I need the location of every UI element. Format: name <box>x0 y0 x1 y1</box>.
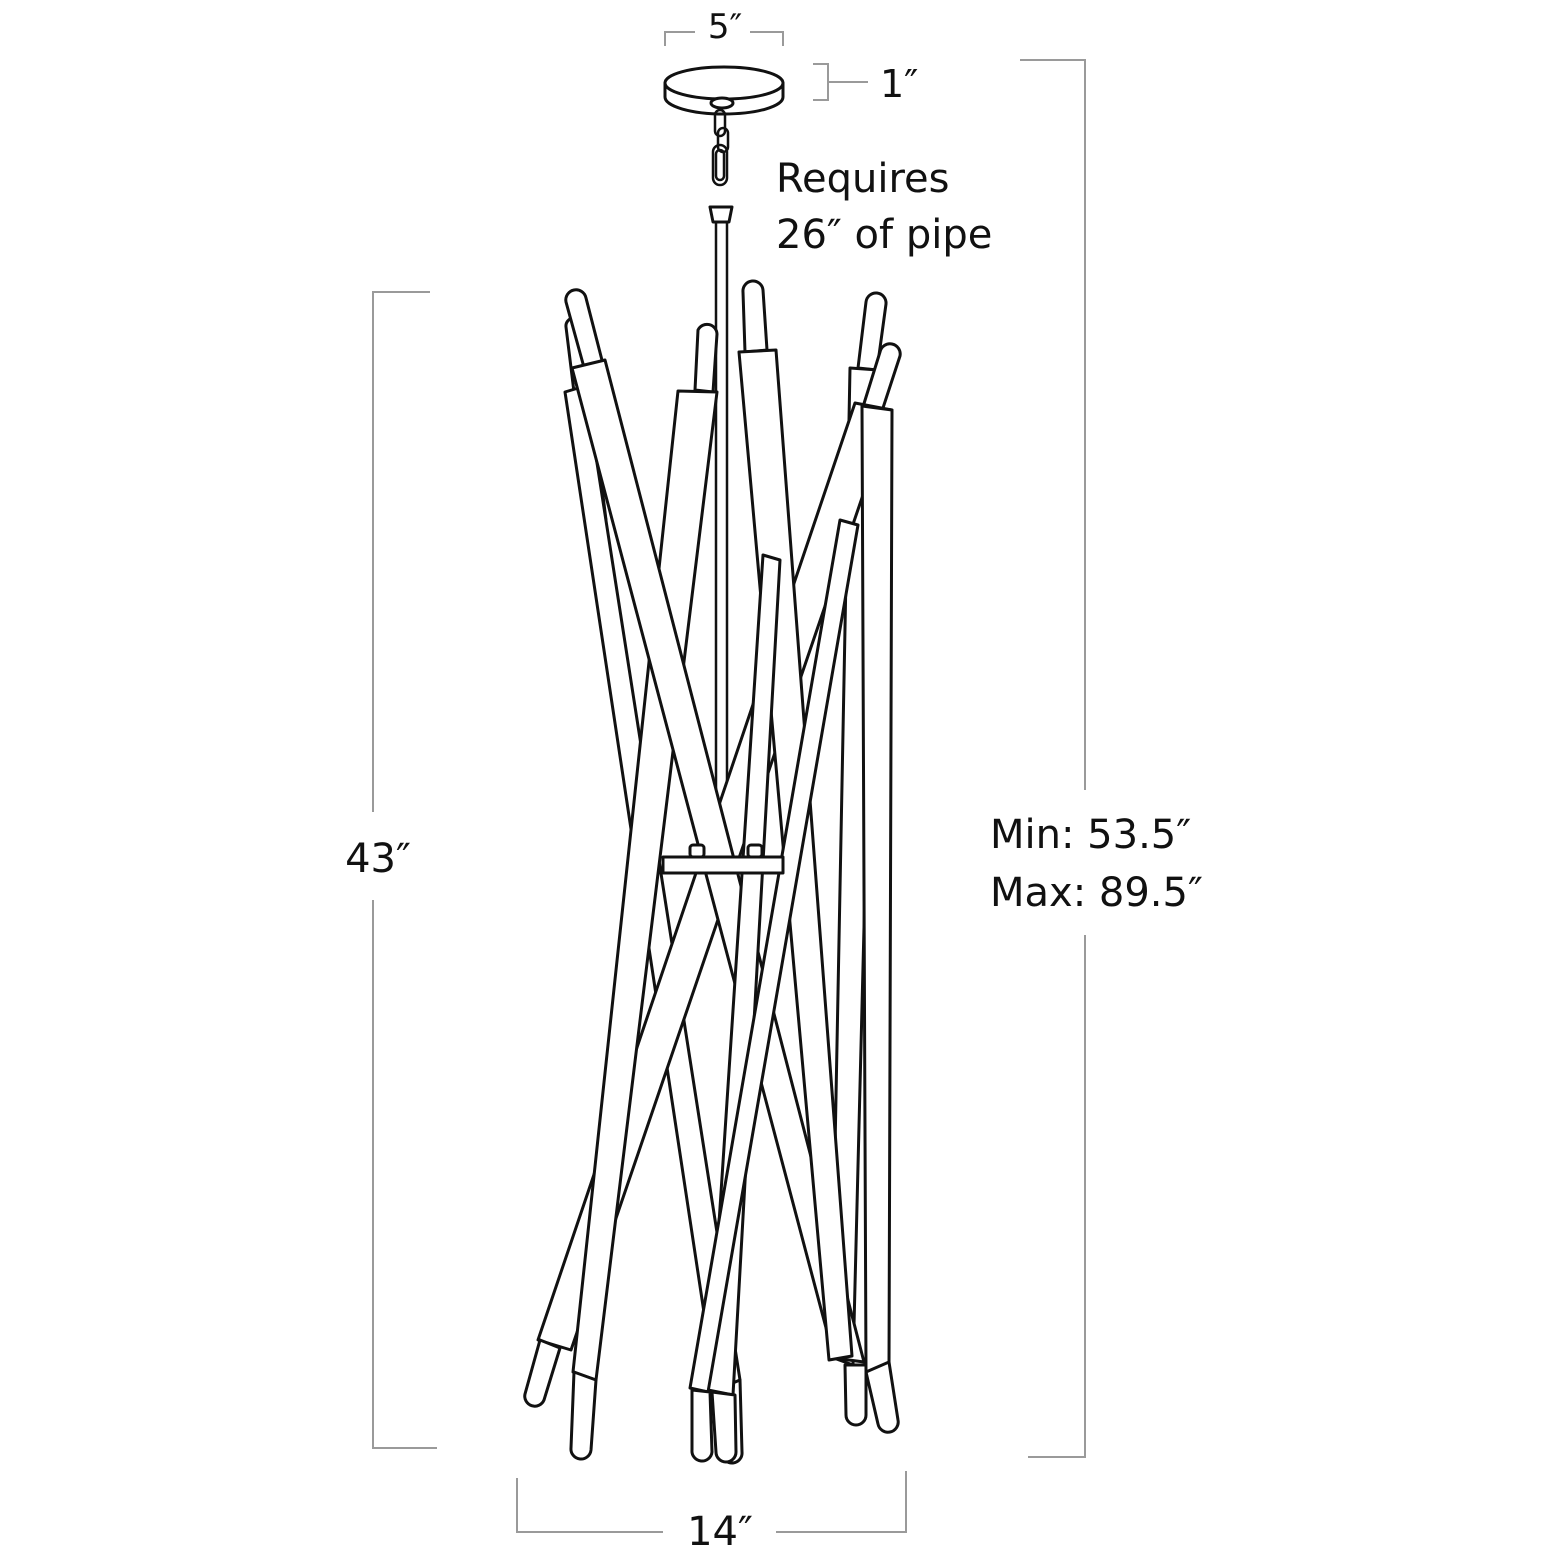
canopy-height-label: 1″ <box>880 62 918 106</box>
fixture-width-label: 14″ <box>687 1509 753 1545</box>
ceiling-canopy <box>663 65 785 116</box>
glass-rods <box>523 279 902 1465</box>
canopy-height-dimension: 1″ <box>813 62 918 106</box>
overall-max-label: Max: 89.5″ <box>990 870 1203 916</box>
chain-icon <box>711 108 730 187</box>
overall-height-dimension: Min: 53.5″ Max: 89.5″ <box>990 59 1203 1458</box>
overall-min-label: Min: 53.5″ <box>990 812 1191 858</box>
fixture-width-dimension: 14″ <box>516 1471 907 1545</box>
pipe-requirement-note: Requires 26″ of pipe <box>776 156 992 258</box>
fixture-height-dimension: 43″ <box>345 291 437 1449</box>
crossbar-mount <box>661 843 785 875</box>
rod <box>860 404 900 1434</box>
rod <box>569 322 719 1461</box>
pipe-note-line1: Requires <box>776 156 949 202</box>
pipe-note-line2: 26″ of pipe <box>776 212 992 258</box>
rod <box>688 518 860 1463</box>
fixture-height-label: 43″ <box>345 836 411 882</box>
downrod <box>708 205 734 844</box>
canopy-width-label: 5″ <box>708 7 742 47</box>
canopy-width-dimension: 5″ <box>664 7 784 47</box>
